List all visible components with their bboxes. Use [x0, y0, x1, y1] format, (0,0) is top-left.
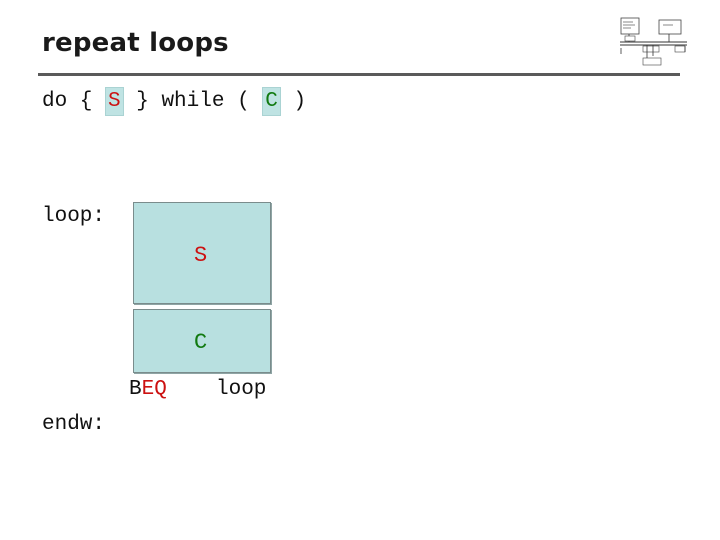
branch-opcode-b: B — [129, 378, 142, 401]
condition-placeholder-box: C — [262, 87, 281, 116]
slide-title: repeat loops — [42, 28, 229, 58]
condition-block-label: C — [194, 330, 208, 355]
branch-opcode-eq: EQ — [141, 378, 167, 401]
syntax-middle: } while ( — [136, 90, 250, 113]
do-while-syntax: do { S } while ( C ) — [42, 87, 307, 116]
end-label: endw: — [42, 413, 106, 436]
syntax-suffix: ) — [293, 90, 307, 113]
condition-block: C — [133, 309, 271, 373]
body-block: S — [133, 202, 271, 304]
branch-instruction: BEQ — [129, 379, 167, 400]
loop-label: loop: — [42, 205, 106, 228]
branch-target: loop — [216, 378, 267, 401]
body-block-label: S — [194, 243, 208, 268]
computer-architecture-diagram-icon — [620, 17, 687, 66]
syntax-prefix: do { — [42, 90, 93, 113]
body-placeholder-box: S — [105, 87, 124, 116]
title-divider — [38, 73, 680, 76]
